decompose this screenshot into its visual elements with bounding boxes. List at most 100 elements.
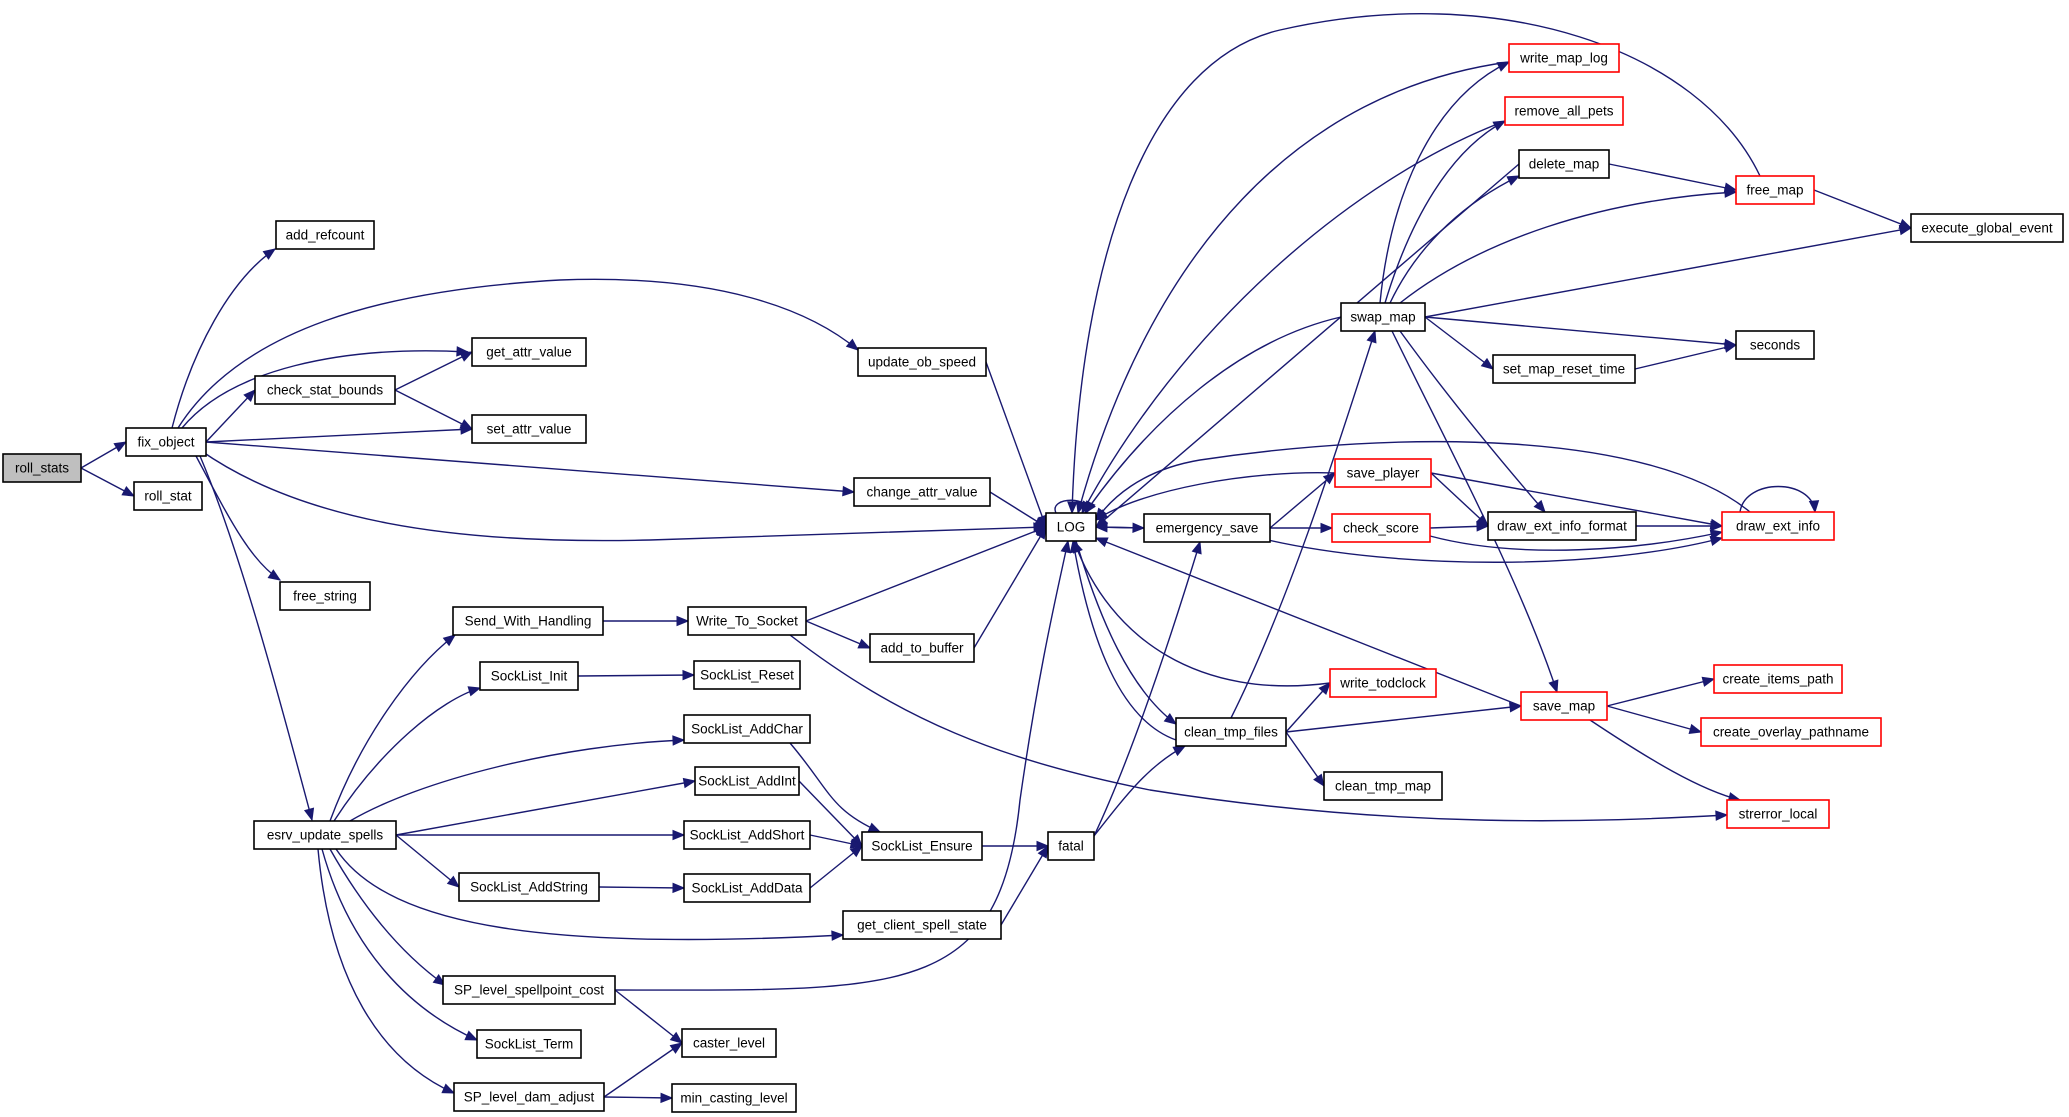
edge-line [789,742,881,833]
node-socklist-ensure[interactable]: SockList_Ensure [861,831,983,861]
call-graph-nodes: roll_stats fix_object roll_stat add_refcoun… [2,43,2064,1113]
edge-arrowhead [1688,723,1703,734]
node-fatal[interactable]: fatal [1047,831,1095,861]
edge-esrv-update-spells-to-socklist-addstring [395,834,461,888]
node-box [471,337,587,367]
node-socklist-addshort[interactable]: SockList_AddShort [683,820,811,850]
node-draw-ext-info[interactable]: draw_ext_info [1721,511,1835,541]
node-box [683,873,811,903]
node-socklist-init[interactable]: SockList_Init [479,661,579,691]
node-change-attr-value[interactable]: change_attr_value [853,477,991,507]
node-box [683,714,811,744]
edge-arrowhead [842,485,856,497]
node-roll-stat[interactable]: roll_stat [133,481,203,511]
edge-arrowhead [1476,521,1490,532]
node-sp-level-dam-adjust[interactable]: SP_level_dam_adjust [453,1082,605,1112]
edge-line [1399,191,1737,304]
node-clean-tmp-map[interactable]: clean_tmp_map [1323,771,1443,801]
edge-arrowhead [867,822,882,833]
edge-line [1081,120,1506,514]
node-socklist-adddata[interactable]: SockList_AddData [683,873,811,903]
node-label: update_ob_speed [868,355,976,370]
node-create-items-path[interactable]: create_items_path [1713,664,1843,694]
node-fix-object[interactable]: fix_object [125,427,207,457]
node-execute-global-event[interactable]: execute_global_event [1910,213,2064,243]
node-remove-all-pets[interactable]: remove_all_pets [1504,96,1624,126]
node-delete-map[interactable]: delete_map [1518,149,1610,179]
edge-line [205,428,473,443]
node-send-with-handling[interactable]: Send_With_Handling [452,606,604,636]
node-label: SP_level_dam_adjust [464,1090,595,1105]
node-strerror-local[interactable]: strerror_local [1726,799,1830,829]
node-free-map[interactable]: free_map [1735,175,1815,205]
node-socklist-addint[interactable]: SockList_AddInt [694,766,800,796]
node-roll-stats[interactable]: roll_stats [2,453,82,483]
node-box [1334,458,1432,488]
node-create-overlay-pathname[interactable]: create_overlay_pathname [1700,717,1882,747]
node-set-attr-value[interactable]: set_attr_value [471,414,587,444]
node-socklist-term[interactable]: SockList_Term [476,1029,582,1059]
node-seconds[interactable]: seconds [1735,330,1815,360]
edge-arrowhead [1710,520,1724,532]
node-label: check_score [1343,521,1419,536]
edge-free-map-to-execute-global-event [1813,189,1913,229]
node-socklist-reset[interactable]: SockList_Reset [693,660,801,690]
node-box [1329,668,1437,698]
node-caster-level[interactable]: caster_level [681,1028,777,1058]
node-get-client-spell-state[interactable]: get_client_spell_state [842,910,1002,940]
node-label: draw_ext_info_format [1497,519,1627,534]
node-check-score[interactable]: check_score [1331,513,1431,543]
edge-check-stat-bounds-to-get-attr-value [394,351,474,391]
edge-sp-level-dam-adjust-to-min-casting-level [603,1092,674,1104]
node-box [279,581,371,611]
node-log[interactable]: LOG [1045,512,1097,542]
node-free-string[interactable]: free_string [279,581,371,611]
node-draw-ext-info-format[interactable]: draw_ext_info_format [1487,511,1637,541]
edge-line [329,634,456,822]
node-label: SockList_Init [491,669,568,684]
edge-arrowhead [1163,712,1178,725]
edge-delete-map-to-log [1094,163,1520,528]
node-label: SP_level_spellpoint_cost [454,983,604,998]
node-box [1520,691,1608,721]
edge-line [1813,189,1912,229]
node-socklist-addstring[interactable]: SockList_AddString [458,872,600,902]
edge-line [394,351,473,391]
edge-fix-object-to-change-attr-value [205,441,856,497]
node-write-to-socket[interactable]: Write_To_Socket [687,606,807,636]
edge-draw-ext-info-to-draw-ext-info [1739,485,1820,514]
edge-line [1424,316,1737,346]
node-clean-tmp-files[interactable]: clean_tmp_files [1175,717,1287,747]
edge-line [1608,163,1737,191]
node-add-refcount[interactable]: add_refcount [275,220,375,250]
node-emergency-save[interactable]: emergency_save [1143,513,1271,543]
node-set-map-reset-time[interactable]: set_map_reset_time [1492,354,1636,384]
node-add-to-buffer[interactable]: add_to_buffer [869,633,975,663]
node-socklist-addchar[interactable]: SockList_AddChar [683,714,811,744]
edge-socklist-addstring-to-socklist-adddata [598,882,686,894]
node-min-casting-level[interactable]: min_casting_level [671,1083,797,1113]
edge-write-to-socket-to-log [805,526,1048,622]
node-check-stat-bounds[interactable]: check_stat_bounds [254,375,396,405]
edge-esrv-update-spells-to-sp-level-dam-adjust [317,848,456,1094]
node-save-player[interactable]: save_player [1334,458,1432,488]
node-sp-level-spellpoint-cost[interactable]: SP_level_spellpoint_cost [442,975,616,1005]
node-write-todclock[interactable]: write_todclock [1329,668,1437,698]
edge-arrowhead [1715,810,1729,821]
edge-arrowhead [262,248,277,260]
node-write-map-log[interactable]: write_map_log [1508,43,1620,73]
node-swap-map[interactable]: swap_map [1340,302,1426,332]
node-label: clean_tmp_map [1335,779,1431,794]
node-label: SockList_AddChar [691,722,803,737]
edge-fix-object-to-add-refcount [171,248,277,429]
node-esrv-update-spells[interactable]: esrv_update_spells [253,820,397,850]
node-box [687,606,807,636]
node-save-map[interactable]: save_map [1520,691,1608,721]
node-get-attr-value[interactable]: get_attr_value [471,337,587,367]
edge-save-map-to-create-overlay-pathname [1606,705,1703,734]
node-label: SockList_Ensure [871,839,972,854]
node-update-ob-speed[interactable]: update_ob_speed [857,347,987,377]
node-label: SockList_Reset [700,668,794,683]
node-label: esrv_update_spells [267,828,384,843]
edge-arrowhead [676,615,690,627]
